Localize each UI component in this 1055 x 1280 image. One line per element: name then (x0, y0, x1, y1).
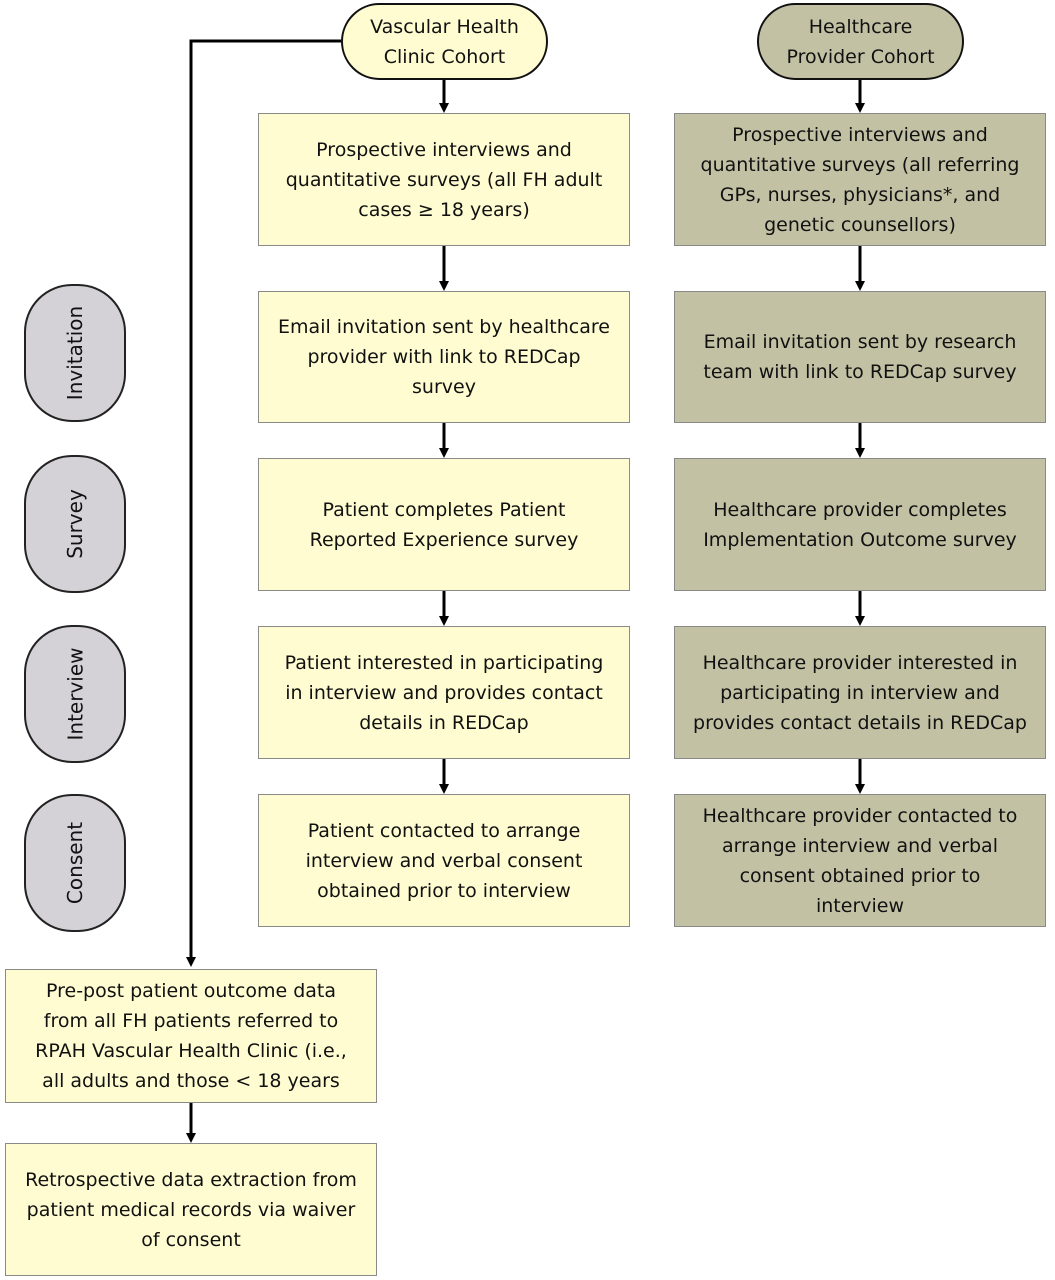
retrospective-extraction-box: Retrospective data extraction from patie… (5, 1143, 377, 1276)
provider-step-invitation: Email invitation sent by research team w… (674, 291, 1046, 423)
provider-step-interview: Healthcare provider interested in partic… (674, 626, 1046, 759)
provider-step-survey: Healthcare provider completes Implementa… (674, 458, 1046, 591)
provider-step-prospective: Prospective interviews and quantitative … (674, 113, 1046, 246)
provider-cohort-title: Healthcare Provider Cohort (757, 3, 964, 80)
stage-consent: Consent (24, 794, 126, 932)
stage-survey: Survey (24, 455, 126, 593)
clinic-step-survey: Patient completes Patient Reported Exper… (258, 458, 630, 591)
clinic-step-invitation: Email invitation sent by healthcare prov… (258, 291, 630, 423)
arrow-clinic-title-to-outcome (186, 39, 341, 967)
stage-interview: Interview (24, 625, 126, 763)
clinic-step-consent: Patient contacted to arrange interview a… (258, 794, 630, 927)
clinic-cohort-title: Vascular Health Clinic Cohort (341, 3, 548, 80)
stage-invitation: Invitation (24, 284, 126, 422)
clinic-step-interview: Patient interested in participating in i… (258, 626, 630, 759)
provider-step-consent: Healthcare provider contacted to arrange… (674, 794, 1046, 927)
outcome-data-box: Pre-post patient outcome data from all F… (5, 969, 377, 1103)
clinic-step-prospective: Prospective interviews and quantitative … (258, 113, 630, 246)
